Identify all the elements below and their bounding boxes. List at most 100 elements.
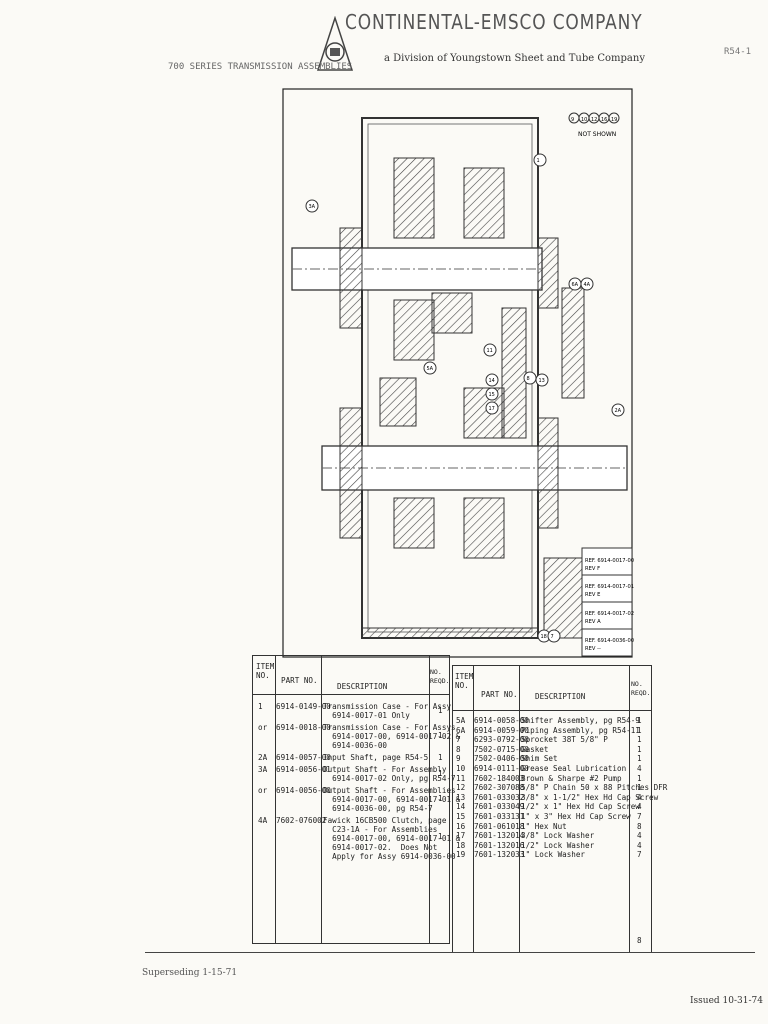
row-part-no: 7601-033131 bbox=[474, 812, 525, 821]
header-no-reqd: NO. REQD. bbox=[430, 668, 450, 685]
row-description: Transmission Case - For Assys 6914-0017-… bbox=[323, 723, 461, 750]
page-number: R54-1 bbox=[724, 47, 752, 57]
header-no-reqd: NO. REQD. bbox=[631, 680, 651, 697]
row-item-no: 11 bbox=[456, 773, 466, 783]
row-item-no: 4A bbox=[258, 816, 268, 825]
issued-date: Issued 10-31-74 bbox=[690, 996, 763, 1006]
callout-label: 13 bbox=[539, 378, 545, 384]
svg-text:REF. 6914-0017-00: REF. 6914-0017-00 bbox=[585, 558, 634, 564]
callout-label: 7 bbox=[551, 634, 554, 640]
row-no-reqd: 1 bbox=[637, 754, 642, 764]
reqd-extra: 8 bbox=[637, 936, 642, 945]
row-no-reqd: 4 bbox=[637, 831, 642, 841]
row-item-no: 10 bbox=[456, 764, 466, 773]
row-no-reqd: 1 bbox=[637, 744, 642, 754]
callout-label: 5A bbox=[427, 366, 434, 372]
row-item-no: 19 bbox=[456, 850, 466, 860]
svg-text:10: 10 bbox=[581, 117, 587, 123]
callout-label: 14 bbox=[489, 378, 495, 384]
row-part-no: 7602-307088 bbox=[474, 783, 525, 793]
not-shown-label: NOT SHOWN bbox=[578, 131, 616, 138]
row-item-no: 17 bbox=[456, 831, 466, 841]
svg-text:REV E: REV E bbox=[585, 592, 600, 598]
revision-ref-box: REF. 6914-0017-00 REV F REF. 6914-0017-0… bbox=[581, 547, 634, 657]
row-description: 1" x 3" Hex Hd Cap Screw bbox=[521, 812, 631, 821]
row-part-no: 6914-0056-01 bbox=[276, 765, 331, 774]
row-part-no: 6914-0058-00 bbox=[474, 716, 529, 725]
row-no-reqd: 4 bbox=[637, 840, 642, 850]
callout-8 bbox=[523, 371, 537, 385]
row-item-no: 18 bbox=[456, 840, 466, 850]
row-item-no: 3A bbox=[258, 765, 268, 774]
callout-5A bbox=[423, 361, 437, 375]
row-part-no: 7601-132014 bbox=[474, 831, 525, 841]
row-no-reqd: 1 bbox=[438, 832, 443, 841]
row-no-reqd: 4 bbox=[637, 764, 642, 773]
svg-text:REV A: REV A bbox=[585, 619, 601, 625]
callout-4A bbox=[580, 277, 594, 291]
section-caption: 700 SERIES TRANSMISSION ASSEMBLIES bbox=[168, 62, 353, 72]
callout-label: 15 bbox=[489, 392, 495, 398]
row-part-no: 6914-0059-00 bbox=[474, 725, 529, 735]
row-part-no: 7601-033049 bbox=[474, 802, 525, 812]
row-part-no: 7502-0406-00 bbox=[474, 754, 529, 764]
row-description: Shifter Assembly, pg R54-9 bbox=[521, 716, 640, 725]
row-no-reqd: 4 bbox=[637, 802, 642, 812]
row-description: Gasket bbox=[521, 744, 549, 754]
footer-rule bbox=[145, 952, 755, 953]
callout-17 bbox=[485, 401, 499, 415]
row-part-no: 7601-132016 bbox=[474, 840, 525, 850]
svg-text:9: 9 bbox=[571, 117, 574, 123]
row-no-reqd: 1 bbox=[637, 716, 642, 725]
header-part-no: PART NO. bbox=[281, 676, 318, 685]
row-no-reqd: 7 bbox=[637, 850, 642, 860]
callout-label: 6A bbox=[572, 282, 579, 288]
row-description: Input Shaft, page R54-5 bbox=[323, 753, 429, 762]
company-logo bbox=[316, 16, 354, 71]
row-part-no: 7602-076002 bbox=[276, 816, 327, 825]
callout-label: 1 bbox=[537, 158, 540, 164]
row-item-no: 9 bbox=[456, 754, 461, 764]
callout-label: 11 bbox=[487, 348, 493, 354]
row-part-no: 6914-0018-00 bbox=[276, 723, 331, 732]
row-part-no: 7602-184003 bbox=[474, 773, 525, 783]
row-part-no: 7601-061018 bbox=[474, 821, 525, 831]
row-item-no: 13 bbox=[456, 792, 466, 802]
row-description: Sprocket 38T 5/8" P bbox=[521, 735, 608, 745]
row-description: Shim Set bbox=[521, 754, 558, 764]
callout-label: 8 bbox=[527, 376, 530, 382]
row-no-reqd: 8 bbox=[637, 821, 642, 831]
row-item-no: 2A bbox=[258, 753, 268, 762]
svg-text:REV F: REV F bbox=[585, 566, 600, 572]
row-part-no: 7601-033032 bbox=[474, 792, 525, 802]
row-item-no: 8 bbox=[456, 744, 461, 754]
callout-label: 17 bbox=[489, 406, 495, 412]
row-item-no: 6A bbox=[456, 725, 466, 735]
row-description: 3/8" Lock Washer bbox=[521, 831, 595, 841]
row-description: Output Shaft - For Assemblies 6914-0017-… bbox=[323, 786, 461, 813]
row-description: Grease Seal Lubrication bbox=[521, 764, 627, 773]
callout-label: 18 bbox=[541, 634, 547, 640]
row-item-no: 15 bbox=[456, 812, 466, 821]
svg-text:REF. 6914-0036-00: REF. 6914-0036-00 bbox=[585, 638, 634, 644]
callout-label: 4A bbox=[584, 282, 591, 288]
row-item-no: 7 bbox=[456, 735, 461, 745]
callout-15 bbox=[485, 387, 499, 401]
row-item-no: 14 bbox=[456, 802, 466, 812]
callout-2A bbox=[611, 403, 625, 417]
row-part-no: 6914-0056-00 bbox=[276, 786, 331, 795]
callout-14 bbox=[485, 373, 499, 387]
parts-table-left: ITEM NO. PART NO. DESCRIPTION NO. REQD. … bbox=[252, 655, 460, 944]
header-part-no: PART NO. bbox=[481, 690, 518, 699]
row-description: Fawick 16CB500 Clutch, page C23-1A - For… bbox=[323, 816, 461, 861]
header-description: DESCRIPTION bbox=[535, 692, 586, 701]
row-description: 1" Hex Nut bbox=[521, 821, 567, 831]
row-item-no: 16 bbox=[456, 821, 466, 831]
svg-text:19: 19 bbox=[611, 117, 617, 123]
header-description: DESCRIPTION bbox=[337, 682, 388, 691]
row-description: Output Shaft - For Assembly 6914-0017-02… bbox=[323, 765, 456, 783]
row-no-reqd: 1 bbox=[637, 735, 642, 745]
row-description: Transmission Case - For Assy 6914-0017-0… bbox=[323, 702, 452, 720]
